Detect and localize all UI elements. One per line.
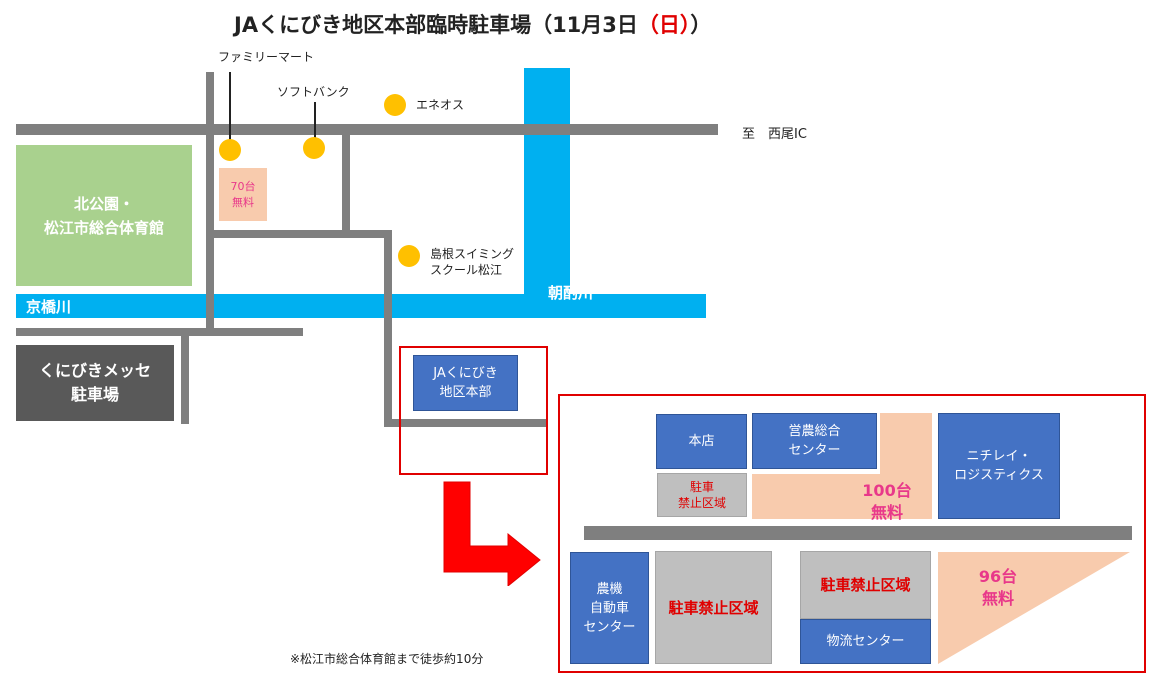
ja-hq-line1: JAくにびき xyxy=(433,366,498,381)
kyobashi-river-label: 京橋川 xyxy=(26,298,72,316)
title-close-paren: ） xyxy=(679,13,691,37)
footnote: ※松江市総合体育館まで徒歩約10分 xyxy=(290,652,484,666)
main-road-horizontal xyxy=(16,124,718,135)
lot96-label: 96台 無料 xyxy=(966,566,1030,610)
no-parking-mid: 駐車禁止区域 xyxy=(800,551,931,619)
store-marker-icon xyxy=(303,137,325,159)
kyobashi-river xyxy=(16,294,706,318)
road-horizontal-south xyxy=(16,328,303,336)
lot70-fee: 無料 xyxy=(232,195,254,209)
swimming-line2: スクール松江 xyxy=(430,263,503,277)
road-horizontal-ja xyxy=(384,419,548,427)
road-vertical-south xyxy=(181,334,189,424)
lot70-count: 70台 xyxy=(230,179,256,193)
kitakoen-line1: 北公園・ xyxy=(73,194,134,213)
parking-lot-96 xyxy=(938,552,1130,664)
road-vertical-west xyxy=(206,72,214,330)
title-main: JAくにびき地区本部臨時駐車場（11月3日 xyxy=(234,13,638,37)
ja-hq-block: JAくにびき 地区本部 xyxy=(413,355,518,411)
road-vertical-middle xyxy=(342,130,350,234)
lot96-fee: 無料 xyxy=(981,589,1014,608)
einou-building: 営農総合 センター xyxy=(752,413,877,469)
kitakoen-block: 北公園・ 松江市総合体育館 xyxy=(16,145,192,286)
nouki-line3: センター xyxy=(583,619,636,635)
kunibiki-messe-block: くにびきメッセ 駐車場 xyxy=(16,345,174,421)
eneos-label: エネオス xyxy=(416,98,465,112)
to-ic-label: 至 西尾IC xyxy=(742,127,807,142)
road-vertical-ja xyxy=(384,232,392,426)
title-open-paren: （ xyxy=(637,13,659,37)
nichirei-building: ニチレイ・ ロジスティクス xyxy=(938,413,1060,519)
messe-line2: 駐車場 xyxy=(70,385,119,404)
nichirei-line1: ニチレイ・ xyxy=(966,449,1032,464)
nichirei-line2: ロジスティクス xyxy=(954,468,1044,483)
road-horizontal-middle xyxy=(210,230,392,238)
no-parking-big: 駐車禁止区域 xyxy=(655,551,772,664)
ja-hq-line2: 地区本部 xyxy=(439,385,492,400)
asakumi-river-upper xyxy=(524,68,570,318)
inset-road xyxy=(584,526,1132,540)
detail-inset xyxy=(558,394,1146,673)
softbank-leader xyxy=(314,102,316,140)
butsuryu-building: 物流センター xyxy=(800,619,931,664)
lot100-count: 100台 xyxy=(862,481,912,500)
messe-line1: くにびきメッセ xyxy=(38,361,151,380)
lot100-label: 100台 無料 xyxy=(852,480,922,524)
asakumi-river-label: 朝酌川 xyxy=(548,284,594,302)
parking-lot-100-horizontal xyxy=(752,474,932,519)
einou-line2: センター xyxy=(788,443,841,458)
nouki-line2: 自動車 xyxy=(589,600,629,616)
no-parking-small: 駐車 禁止区域 xyxy=(657,473,747,517)
no-parking-small-line1: 駐車 xyxy=(689,480,714,494)
store-marker-icon xyxy=(398,245,420,267)
einou-line1: 営農総合 xyxy=(788,424,841,439)
parking-lot-70: 70台 無料 xyxy=(219,168,267,221)
lot100-fee: 無料 xyxy=(870,503,903,522)
swimming-label: 島根スイミング スクール松江 xyxy=(430,246,514,278)
store-marker-icon xyxy=(384,94,406,116)
page-title: JAくにびき地区本部臨時駐車場（11月3日（日）） xyxy=(234,9,711,39)
swimming-line1: 島根スイミング xyxy=(430,247,515,261)
no-parking-small-line2: 禁止区域 xyxy=(677,496,726,510)
honten-building: 本店 xyxy=(656,414,747,469)
kitakoen-line2: 松江市総合体育館 xyxy=(43,218,164,237)
familymart-label: ファミリーマート xyxy=(218,50,315,64)
title-day: 日 xyxy=(658,13,680,37)
title-end-paren: ） xyxy=(690,13,712,37)
lot96-count: 96台 xyxy=(978,567,1018,586)
ja-hq-highlight xyxy=(399,346,548,475)
store-marker-icon xyxy=(219,139,241,161)
nouki-line1: 農機 xyxy=(596,581,623,597)
softbank-label: ソフトバンク xyxy=(277,85,350,99)
arrow-right-icon xyxy=(443,481,541,586)
familymart-leader xyxy=(229,72,231,144)
nouki-building: 農機 自動車 センター xyxy=(570,552,649,664)
